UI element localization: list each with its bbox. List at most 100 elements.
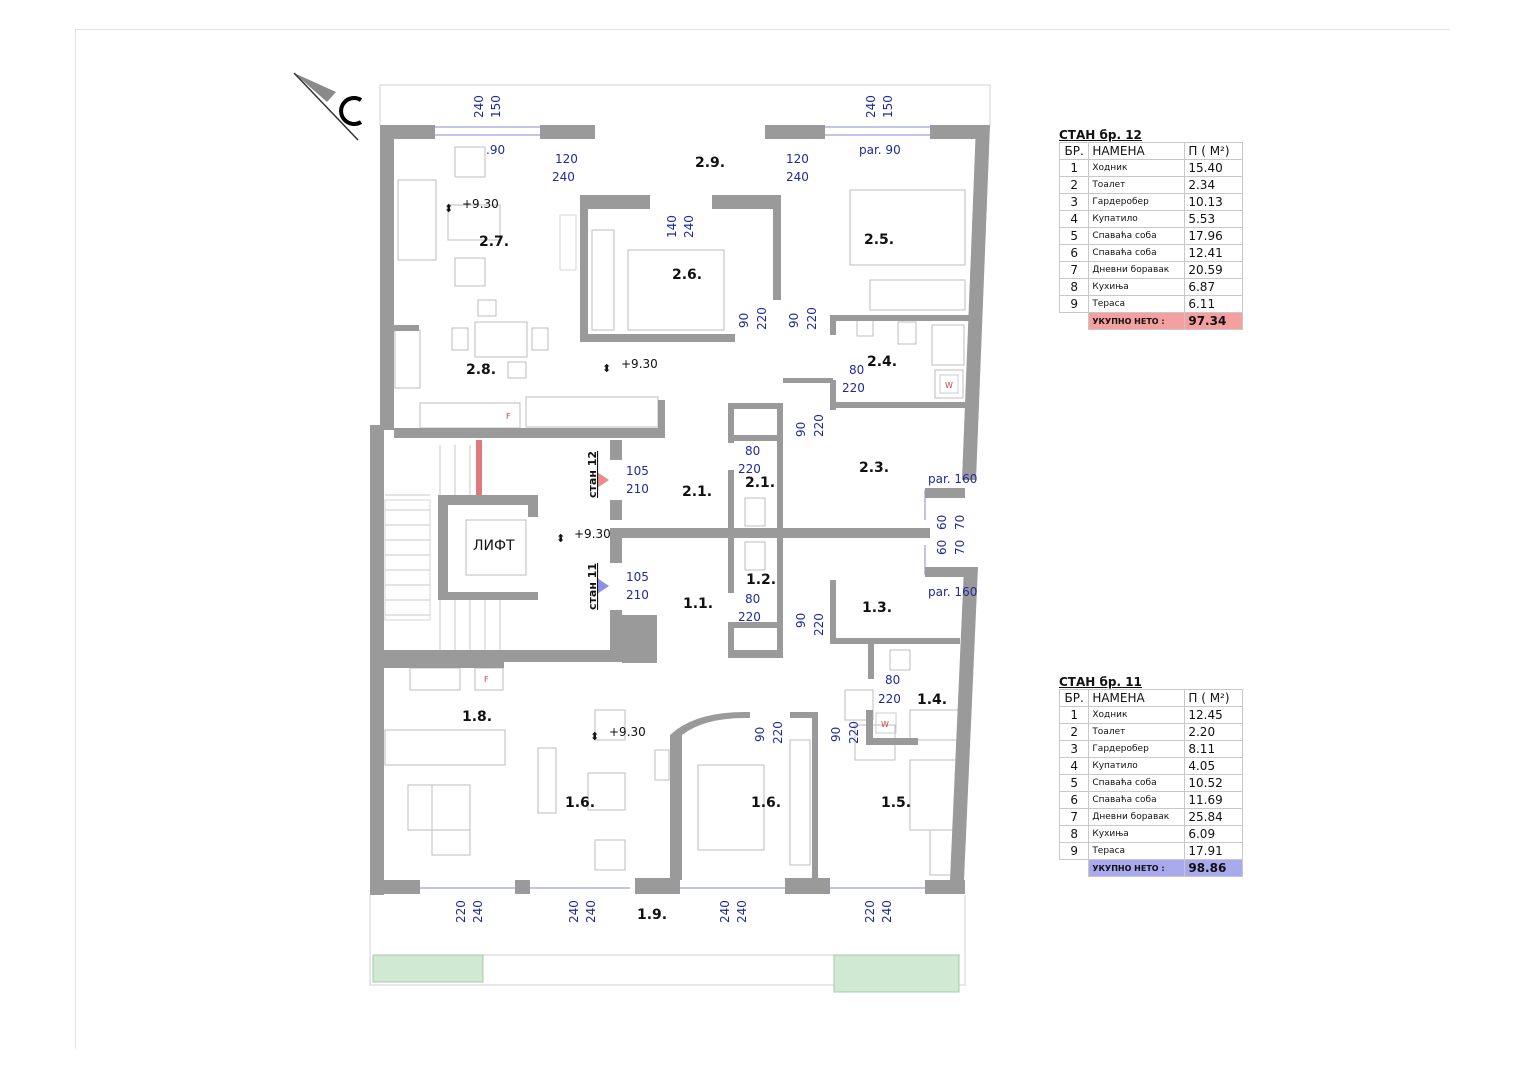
dim-label: 240 — [472, 95, 486, 118]
sheet-border-top — [75, 29, 1450, 30]
room-area: 12.41 — [1184, 244, 1243, 262]
room-purpose: Тоалет — [1088, 723, 1186, 741]
total-value: 98.86 — [1184, 859, 1243, 877]
dim-label: 70 — [953, 515, 967, 530]
room-label: 2.9. — [695, 155, 725, 171]
entry-label-11: стан 11 — [586, 563, 599, 610]
dim-label: 70 — [953, 540, 967, 555]
dim-label: 240 — [880, 900, 894, 923]
washer-box — [875, 712, 897, 734]
dim-label: 240 — [864, 95, 878, 118]
table-row: 9 Тераса 17.91 — [1058, 842, 1243, 860]
column-header: НАМЕНА — [1088, 689, 1186, 707]
table-row: 7 Дневни боравак 20.59 — [1058, 261, 1243, 279]
total-value: 97.34 — [1184, 312, 1243, 330]
room-area: 6.09 — [1184, 825, 1243, 843]
dim-label: 80 — [745, 592, 760, 606]
dim-label: 240 — [735, 900, 749, 923]
dim-label: 60 — [935, 540, 949, 555]
dim-label: 240 — [471, 900, 485, 923]
entry-arrow-11 — [597, 578, 609, 594]
table-row: 1 Ходник 15.40 — [1058, 159, 1243, 177]
row-number: 1 — [1058, 706, 1090, 724]
room-area: 17.91 — [1184, 842, 1243, 860]
row-number: 9 — [1058, 842, 1090, 860]
dim-label: par. 90 — [859, 143, 901, 157]
total-spacer — [1060, 860, 1089, 877]
table-header-row: БР. НАМЕНА П ( М²) — [1058, 142, 1243, 160]
row-number: 3 — [1058, 740, 1090, 758]
total-label: УКУПНО НЕТО : — [1088, 859, 1186, 877]
staircase — [385, 445, 501, 650]
dim-label: 90 — [794, 422, 808, 437]
table-header-row: БР. НАМЕНА П ( М²) — [1058, 689, 1243, 707]
room-purpose: Ходник — [1088, 159, 1186, 177]
room-area: 12.45 — [1184, 706, 1243, 724]
room-purpose: Купатило — [1088, 210, 1186, 228]
room-area: 25.84 — [1184, 808, 1243, 826]
column-header: БР. — [1058, 142, 1090, 160]
table-row: 8 Кухиња 6.87 — [1058, 278, 1243, 296]
fire-door-mark — [476, 440, 482, 495]
row-number: 9 — [1058, 295, 1090, 313]
room-purpose: Ходник — [1088, 706, 1186, 724]
row-number: 8 — [1058, 825, 1090, 843]
room-label: 2.4. — [867, 354, 897, 370]
dim-label: 90 — [753, 727, 767, 742]
column-header: П ( М²) — [1184, 689, 1243, 707]
room-label: 2.1. — [682, 484, 712, 500]
north-arrow-icon — [293, 72, 363, 141]
table-row: 5 Спаваћа соба 10.52 — [1058, 774, 1243, 792]
sheet-border-left — [75, 29, 76, 1049]
row-number: 7 — [1058, 808, 1090, 826]
room-purpose: Кухиња — [1088, 825, 1186, 843]
table-title: СТАН бр. 11 — [1059, 675, 1142, 689]
room-label: 2.6. — [672, 267, 702, 283]
dim-label: 150 — [881, 95, 895, 118]
table-row: 3 Гардеробер 10.13 — [1058, 193, 1243, 211]
dim-label: 220 — [863, 900, 877, 923]
svg-text:⬍: ⬍ — [590, 730, 599, 743]
table-row: 4 Купатило 5.53 — [1058, 210, 1243, 228]
dim-label: 90 — [829, 727, 843, 742]
level-labels: +9.30 +9.30 +9.30 +9.30 — [462, 197, 658, 739]
room-purpose: Тераса — [1088, 295, 1186, 313]
dim-label: 105 — [626, 570, 649, 584]
row-number: 6 — [1058, 791, 1090, 809]
room-label: 2.1. — [745, 475, 775, 491]
table-row: 8 Кухиња 6.09 — [1058, 825, 1243, 843]
dim-label: 240 — [786, 170, 809, 184]
room-purpose: Тераса — [1088, 842, 1186, 860]
row-number: 8 — [1058, 278, 1090, 296]
planter-right — [833, 954, 960, 993]
room-label: 2.8. — [466, 362, 496, 378]
room-label: 2.5. — [864, 232, 894, 248]
room-purpose: Дневни боравак — [1088, 808, 1186, 826]
room-purpose: Тоалет — [1088, 176, 1186, 194]
washer-tag: W — [881, 720, 889, 729]
dim-label: 105 — [626, 464, 649, 478]
column-header: П ( М²) — [1184, 142, 1243, 160]
row-number: 2 — [1058, 176, 1090, 194]
level-label: +9.30 — [574, 527, 611, 541]
table-row: 7 Дневни боравак 25.84 — [1058, 808, 1243, 826]
dim-label: 220 — [878, 692, 901, 706]
room-area: 17.96 — [1184, 227, 1243, 245]
dim-label: .90 — [486, 143, 505, 157]
row-number: 4 — [1058, 757, 1090, 775]
table-row: 2 Тоалет 2.34 — [1058, 176, 1243, 194]
dim-label: 240 — [567, 900, 581, 923]
total-label: УКУПНО НЕТО : — [1088, 312, 1186, 330]
dim-label: 90 — [737, 313, 751, 328]
room-area: 10.52 — [1184, 774, 1243, 792]
room-labels: 2.9. 2.7. 2.6. 2.5. 2.8. 2.4. 2.1. 2.1. … — [462, 155, 947, 923]
planter-left — [372, 954, 484, 983]
room-label: 2.7. — [479, 234, 509, 250]
column-header: НАМЕНА — [1088, 142, 1186, 160]
lift-label: ЛИФТ — [473, 538, 515, 554]
table-row: 2 Тоалет 2.20 — [1058, 723, 1243, 741]
area-table-apartment-12: СТАН бр. 12 БР. НАМЕНА П ( М²) 1 Ходник … — [1058, 128, 1243, 330]
row-number: 6 — [1058, 244, 1090, 262]
table-row: 9 Тераса 6.11 — [1058, 295, 1243, 313]
dim-label: 140 — [665, 215, 679, 238]
